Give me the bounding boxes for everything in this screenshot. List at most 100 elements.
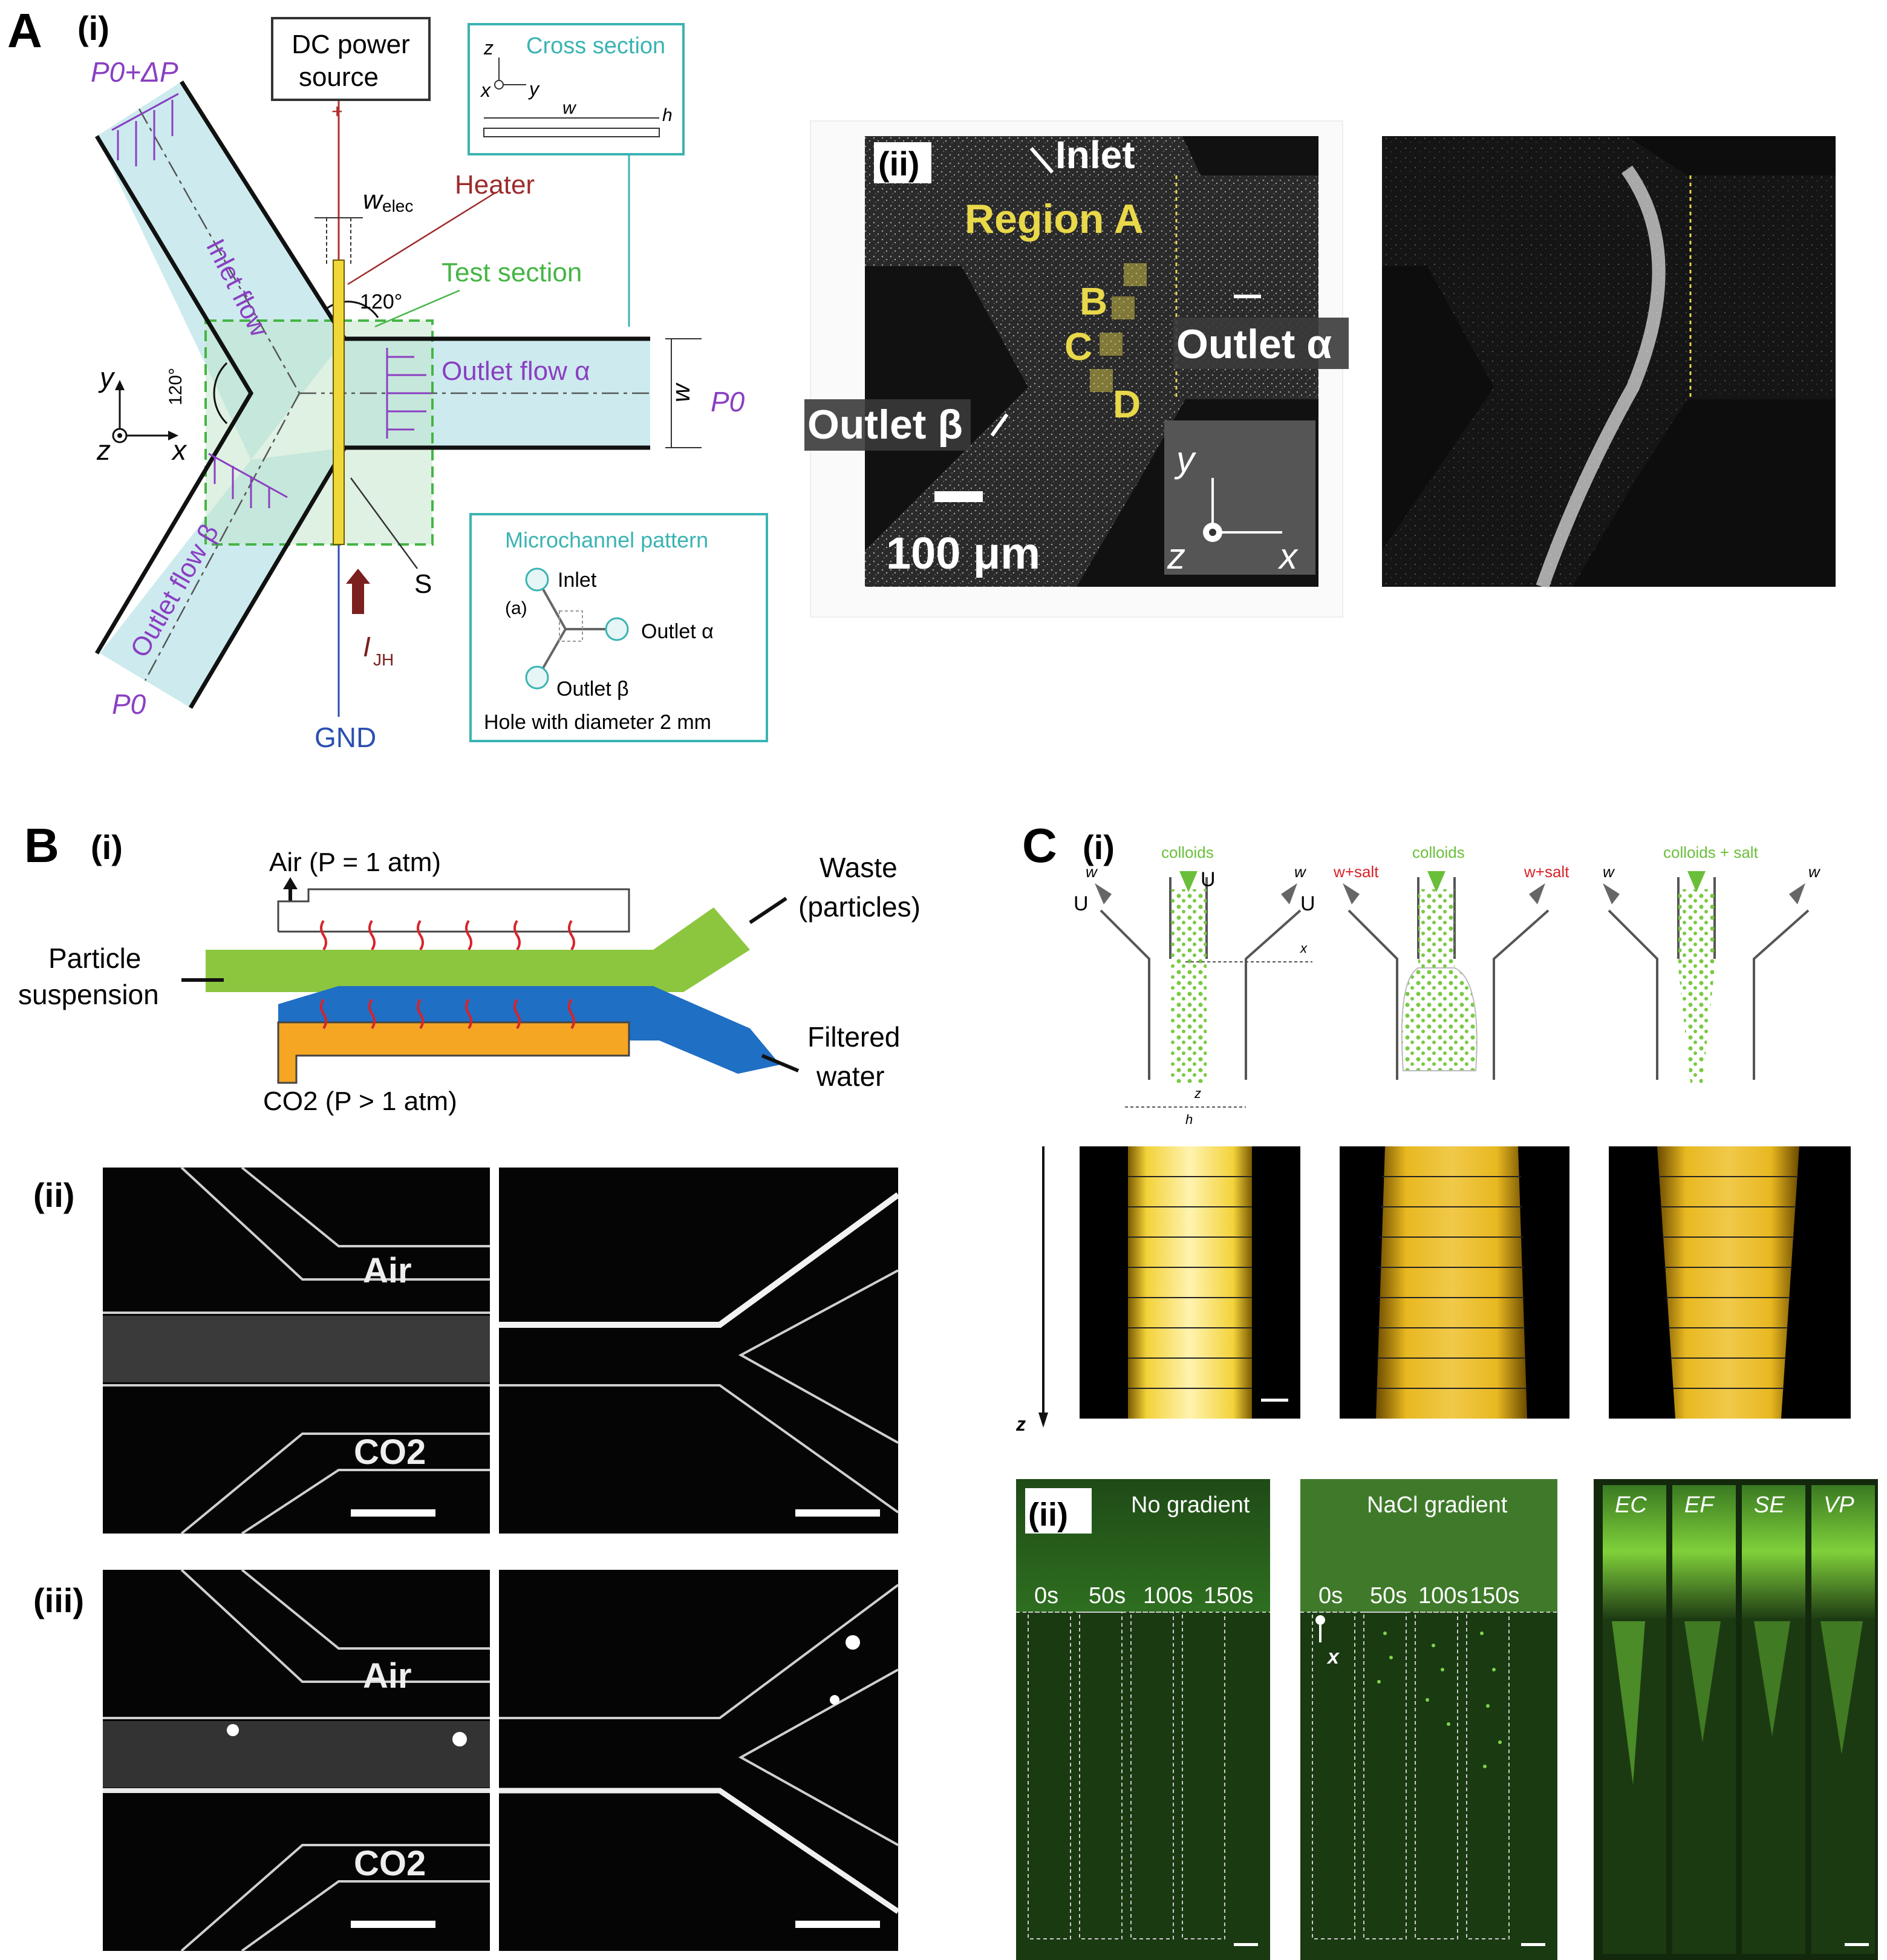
scale-bar-a-label: 100 μm	[886, 528, 1040, 578]
mini-a-label: (a)	[505, 598, 527, 618]
micro-z-label: z	[1167, 536, 1185, 577]
b-iii-right-bright-wall	[499, 1788, 900, 1914]
inlet-velocity-arrows	[111, 93, 179, 166]
c-green-no-gradient	[1016, 1479, 1270, 1960]
p0-right-label: P0	[711, 386, 745, 417]
air-chamber	[277, 888, 630, 933]
panel-b: B (i) Air (P = 1 atm) Particle suspensio	[18, 818, 921, 1952]
cross-section-title: Cross section	[526, 33, 665, 59]
no-gradient-label: No gradient	[1131, 1492, 1250, 1518]
air-atm-label: Air (P = 1 atm)	[269, 848, 441, 877]
mini-outlet-alpha-label: Outlet α	[641, 620, 714, 643]
b-iii-particle-1	[227, 1724, 239, 1736]
outlet-beta-micro-arrow	[990, 413, 1009, 437]
c-yellow-1	[1080, 1146, 1300, 1419]
b-ii-co2-label: CO2	[354, 1432, 426, 1472]
b-iii-particle-4	[830, 1695, 839, 1705]
c1-u-right: U	[1300, 892, 1315, 915]
cross-section-h: h	[662, 105, 673, 125]
waste-label-1: Waste	[820, 852, 898, 883]
c1-left-label: w	[1086, 863, 1098, 881]
angle-left-label: 120°	[166, 368, 186, 405]
b-iii-air-outer	[180, 1569, 490, 1683]
time-150s-b: 150s	[1470, 1583, 1519, 1609]
label-ii-box	[874, 142, 931, 183]
filtered-label-2: water	[816, 1060, 884, 1092]
inlet-micro-label: Inlet	[1055, 133, 1135, 177]
b-ii-right-bottom-wall	[499, 1384, 899, 1514]
particle-label-1: Particle	[48, 942, 141, 974]
axis-x-label: x	[171, 434, 187, 466]
panel-b-sub-iii: (iii)	[33, 1581, 84, 1619]
inlet-centerline	[138, 108, 301, 394]
filtered-arrow	[761, 1054, 800, 1073]
panel-b-letter: B	[24, 818, 59, 872]
panel-b-sub-ii: (ii)	[33, 1176, 74, 1214]
b-ii-co2-inner	[241, 1469, 490, 1535]
time-0s-b: 0s	[1318, 1583, 1343, 1609]
co2-atm-label: CO2 (P > 1 atm)	[263, 1086, 457, 1116]
inlet-micro-arrow	[1029, 147, 1054, 174]
b-ii-air-inner	[241, 1166, 490, 1247]
c-scheme-3	[1603, 871, 1810, 1083]
strain-vp: VP	[1823, 1492, 1854, 1518]
b-iii-co2-label: CO2	[354, 1844, 426, 1883]
c1-u-center: U	[1201, 868, 1216, 891]
ijh-sub: JH	[373, 650, 394, 669]
region-b-label: B	[1080, 279, 1107, 323]
region-a-label: Region A	[965, 196, 1144, 242]
outlet-alpha-micro-label: Outlet α	[1176, 321, 1332, 367]
current-arrow	[346, 569, 370, 614]
micrograph-left-channel	[865, 136, 1318, 587]
region-d-label: D	[1113, 382, 1141, 426]
c1-right-label: w	[1294, 863, 1307, 881]
b-ii-co2-outer	[180, 1432, 490, 1535]
heater-leader	[347, 191, 497, 286]
b-ii-channel	[103, 1316, 490, 1382]
micro-z-dot	[1209, 529, 1216, 536]
b-iii-particle-2	[452, 1732, 467, 1746]
strain-ec: EC	[1615, 1492, 1647, 1518]
c-z-big-label: z	[1015, 1413, 1026, 1435]
c1-x-axis-label: x	[1300, 941, 1308, 956]
time-50s-a: 50s	[1089, 1583, 1126, 1609]
panel-b-sub-i: (i)	[91, 828, 123, 866]
axis-z-label: z	[96, 434, 111, 466]
time-100s-b: 100s	[1418, 1583, 1468, 1609]
angle-top-label: 120°	[360, 290, 402, 313]
nacl-gradient-label: NaCl gradient	[1367, 1492, 1508, 1518]
mini-outlet-beta-label: Outlet β	[556, 678, 629, 701]
outlet-beta-velocity-arrows	[208, 452, 288, 508]
b-ii-air-label: Air	[363, 1251, 412, 1290]
region-b-box	[1112, 296, 1135, 319]
c1-center-label: colloids	[1161, 843, 1214, 861]
strain-ef: EF	[1684, 1492, 1715, 1518]
outlet-beta-centerline	[144, 393, 301, 681]
outlet-alpha-micro-bg	[1173, 318, 1349, 369]
b-iii-right	[499, 1570, 898, 1951]
blue-wedge	[278, 986, 653, 1010]
region-c-label: C	[1064, 325, 1092, 368]
microchannel-title: Microchannel pattern	[505, 528, 708, 552]
time-150s-a: 150s	[1204, 1583, 1253, 1609]
panel-a-micrographs: (ii) Inlet Region A B C D Outlet α Outle…	[804, 120, 1836, 618]
gnd-label: GND	[314, 722, 376, 753]
b-ii-scale-right	[795, 1509, 880, 1517]
outlet-beta-micro-label: Outlet β	[807, 402, 963, 448]
filtered-label-1: Filtered	[807, 1021, 900, 1053]
c3-left-label: w	[1603, 863, 1615, 881]
c-scheme-1	[1095, 871, 1312, 1108]
b-ii-air-outer	[180, 1166, 490, 1281]
mini-test-box	[559, 610, 583, 642]
s-label: S	[414, 569, 432, 599]
panel-c-letter: C	[1022, 818, 1057, 872]
time-0s-a: 0s	[1034, 1583, 1058, 1609]
particle-label-2: suspension	[18, 979, 159, 1010]
panel-a-sub-ii: (ii)	[878, 145, 919, 183]
mini-inlet-label: Inlet	[558, 569, 597, 592]
gas-arrows-top	[320, 920, 575, 951]
b-iii-air-inner	[241, 1569, 490, 1650]
c-yellow-2	[1340, 1146, 1569, 1419]
gas-arrows-bottom	[320, 998, 575, 1030]
